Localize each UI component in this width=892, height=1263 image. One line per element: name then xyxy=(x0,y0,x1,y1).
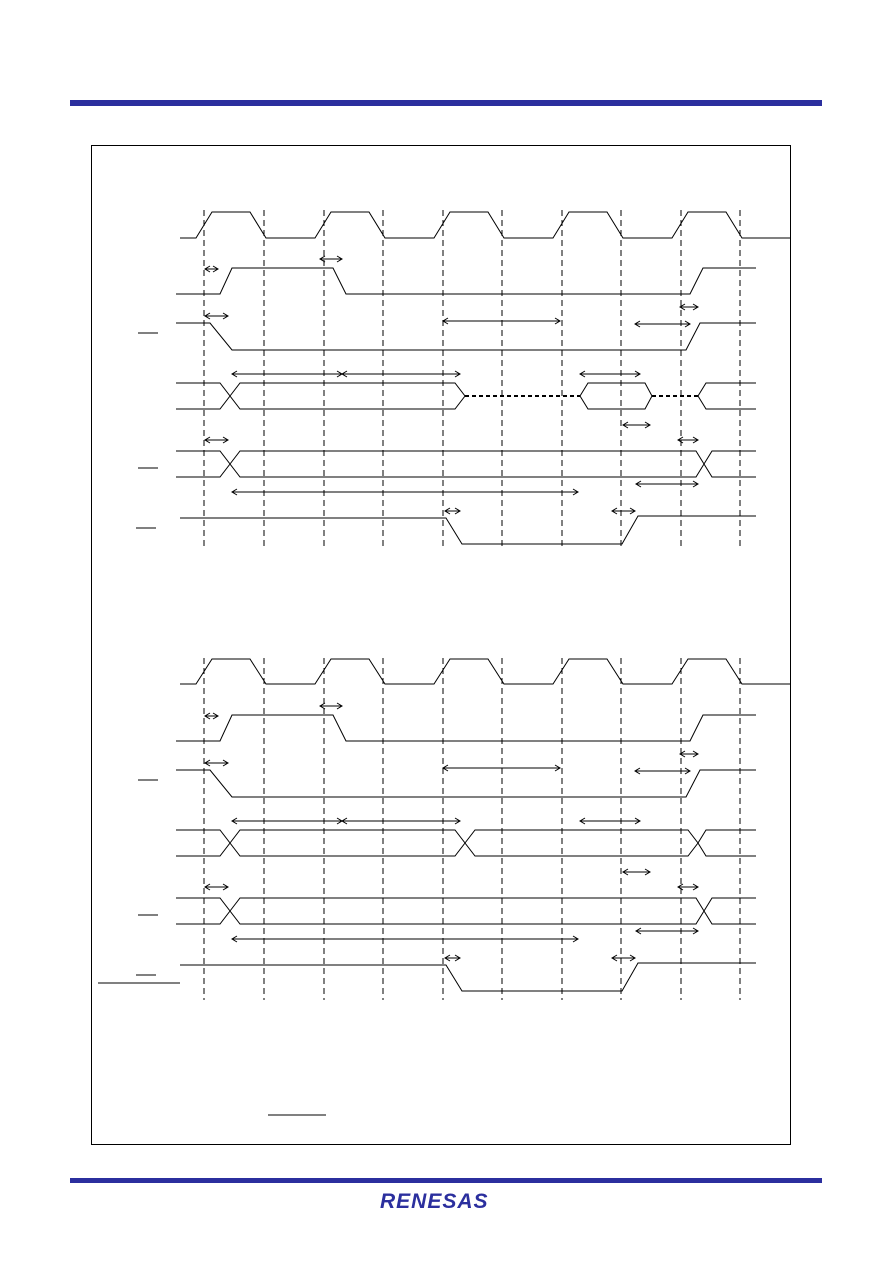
arrow-head xyxy=(634,320,691,328)
footer-rule xyxy=(70,1178,822,1183)
clock-wave xyxy=(180,211,791,239)
svg-text:RENESAS: RENESAS xyxy=(380,1190,489,1213)
data-bus-wave xyxy=(464,829,699,857)
arrow-head xyxy=(579,370,641,378)
arrow-head xyxy=(204,712,219,720)
arrow-head xyxy=(634,767,691,775)
timing-arrows xyxy=(98,255,699,1116)
header-rule xyxy=(70,100,822,106)
data-bus-wave xyxy=(579,382,653,410)
data-bus-wave xyxy=(176,829,466,857)
arrow-head xyxy=(231,488,579,496)
arrow-head xyxy=(611,954,636,962)
data-bus-wave xyxy=(697,829,756,857)
arrow-head xyxy=(677,436,699,444)
arrow-head xyxy=(442,317,561,325)
clock-wave xyxy=(180,658,791,685)
address-wave xyxy=(176,267,756,295)
arrow-head xyxy=(341,817,461,825)
figure-frame xyxy=(91,145,791,1145)
data-bus-wave xyxy=(697,382,756,410)
arrow-head xyxy=(635,480,699,488)
address-wave xyxy=(176,714,756,742)
arrow-head xyxy=(679,303,699,311)
control-wave xyxy=(176,897,756,925)
arrow-head xyxy=(444,507,461,515)
arrow-head xyxy=(204,883,229,891)
arrow-head xyxy=(204,265,219,273)
strobe-wave xyxy=(176,769,756,798)
arrow-head xyxy=(635,927,699,935)
strobe-wave xyxy=(176,322,756,351)
arrow-head xyxy=(204,312,229,320)
arrow-head xyxy=(231,935,579,943)
renesas-logo: RENESAS xyxy=(380,1190,489,1213)
arrow-head xyxy=(611,507,636,515)
arrow-head xyxy=(319,702,343,710)
data-bus-wave xyxy=(176,382,466,410)
grid-lines xyxy=(203,210,741,1000)
arrow-head xyxy=(622,868,651,876)
control-wave xyxy=(176,450,756,478)
arrow-head xyxy=(444,954,461,962)
arrow-head xyxy=(677,883,699,891)
arrow-head xyxy=(204,436,229,444)
enable-wave xyxy=(180,962,756,992)
arrow-head xyxy=(442,764,561,772)
arrow-head xyxy=(341,370,461,378)
arrow-head xyxy=(622,421,651,429)
waveforms xyxy=(136,211,791,992)
arrow-head xyxy=(204,759,229,767)
arrow-head xyxy=(579,817,641,825)
arrow-head xyxy=(679,750,699,758)
enable-wave xyxy=(180,515,756,545)
arrow-head xyxy=(319,255,343,263)
